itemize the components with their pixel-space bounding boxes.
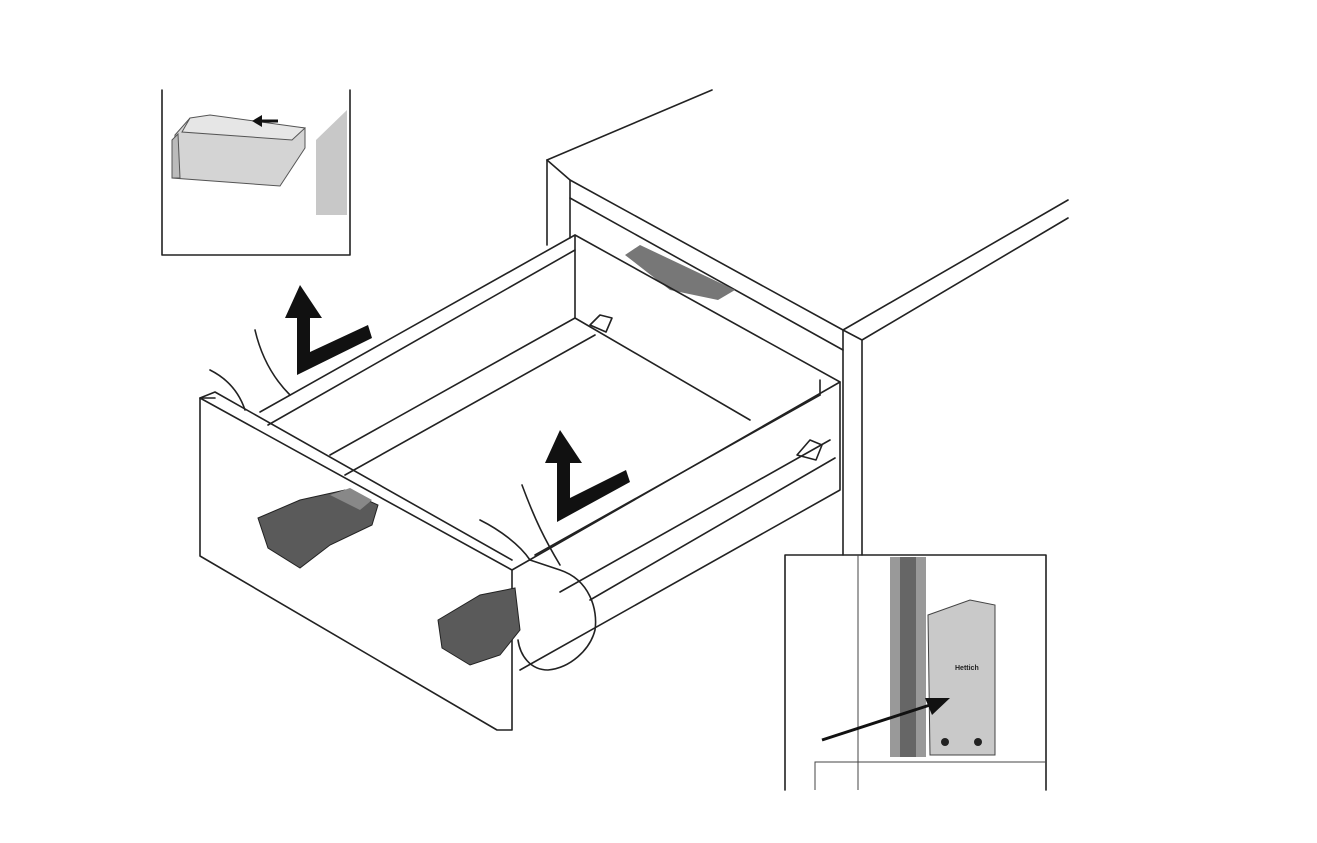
- inset-front-removal: [161, 89, 351, 256]
- drawer: [199, 234, 841, 731]
- front-fixing-bracket-right: [437, 587, 521, 666]
- arrow-left-icon: [252, 115, 278, 127]
- cabinet: [546, 89, 1069, 556]
- lift-arrow-right-icon: [545, 430, 630, 522]
- hettich-logo: Hettich: [955, 665, 979, 672]
- front-fixing-bracket-left: [257, 488, 379, 569]
- hands: [209, 329, 597, 671]
- inset-release-lever: Hettich: [784, 554, 1047, 791]
- lift-arrow-left-icon: [285, 285, 372, 375]
